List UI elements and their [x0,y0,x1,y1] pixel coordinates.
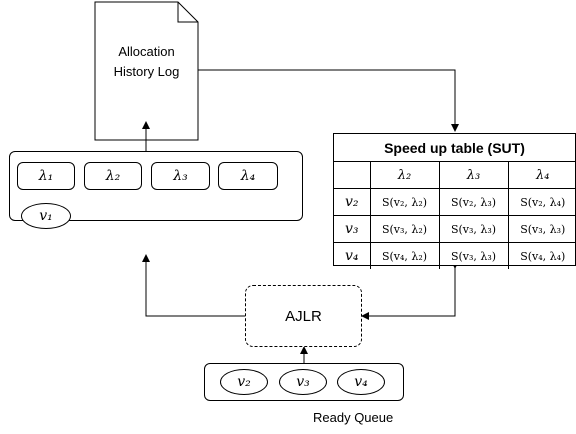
node-lambda-1: λ₁ [17,162,75,190]
arrow-ajlr-to-cluster [142,254,245,317]
job-v1: v₁ [21,203,71,229]
log-line-2: History Log [113,64,180,79]
sut-col-lambda-4: λ₄ [507,162,576,189]
sut-title: Speed up table (SUT) [334,134,575,162]
sut-col-lambda-3: λ₃ [438,162,509,189]
sut-cell: S(v₄, λ₂) [369,242,440,269]
queue-job-v4: v₄ [337,369,385,395]
sut-cell: S(v₃, λ₂) [369,215,440,243]
node-lambda-3: λ₃ [151,162,210,190]
sut-cell: S(v₂, λ₂) [369,188,440,216]
allocation-history-log: Allocation History Log [95,42,198,82]
sut-cell: S(v₃, λ₃) [438,215,509,243]
sut-cell: S(v₂, λ₃) [438,188,509,216]
queue-job-v2: v₂ [220,369,268,395]
arrow-log-to-sut [198,69,459,132]
sut-cell: S(v₄, λ₄) [507,242,576,269]
ajlr-label: AJLR [285,307,322,325]
sut-row-head: v₃ [334,215,371,243]
sut-col-lambda-2: λ₂ [369,162,440,189]
document-shape [94,1,199,141]
sut-header-row: λ₂ λ₃ λ₄ [334,162,576,189]
sut-cell: S(v₂, λ₄) [507,188,576,216]
table-row: v₄ S(v₄, λ₂) S(v₃, λ₃) S(v₄, λ₄) [334,242,576,269]
node-lambda-4: λ₄ [218,162,278,190]
table-row: v₃ S(v₃, λ₂) S(v₃, λ₃) S(v₃, λ₃) [334,215,576,243]
sut-corner [334,162,371,189]
arrow-sut-to-ajlr [361,261,459,320]
node-lambda-2: λ₂ [84,162,142,190]
sut-cell: S(v₃, λ₃) [507,215,576,243]
queue-job-v3: v₃ [279,369,327,395]
speedup-table: Speed up table (SUT) λ₂ λ₃ λ₄ v₂ S(v₂, λ… [333,133,576,269]
sut-row-head: v₂ [334,188,371,216]
log-line-1: Allocation [118,44,175,59]
table-row: v₂ S(v₂, λ₂) S(v₂, λ₃) S(v₂, λ₄) [334,188,576,216]
sut-row-head: v₄ [334,242,371,269]
document-fold [177,2,198,23]
ready-queue-label: Ready Queue [313,410,394,425]
ajlr-box: AJLR [245,285,362,347]
sut-cell: S(v₃, λ₃) [438,242,509,269]
sut-grid: λ₂ λ₃ λ₄ v₂ S(v₂, λ₂) S(v₂, λ₃) S(v₂, λ₄… [334,162,576,269]
